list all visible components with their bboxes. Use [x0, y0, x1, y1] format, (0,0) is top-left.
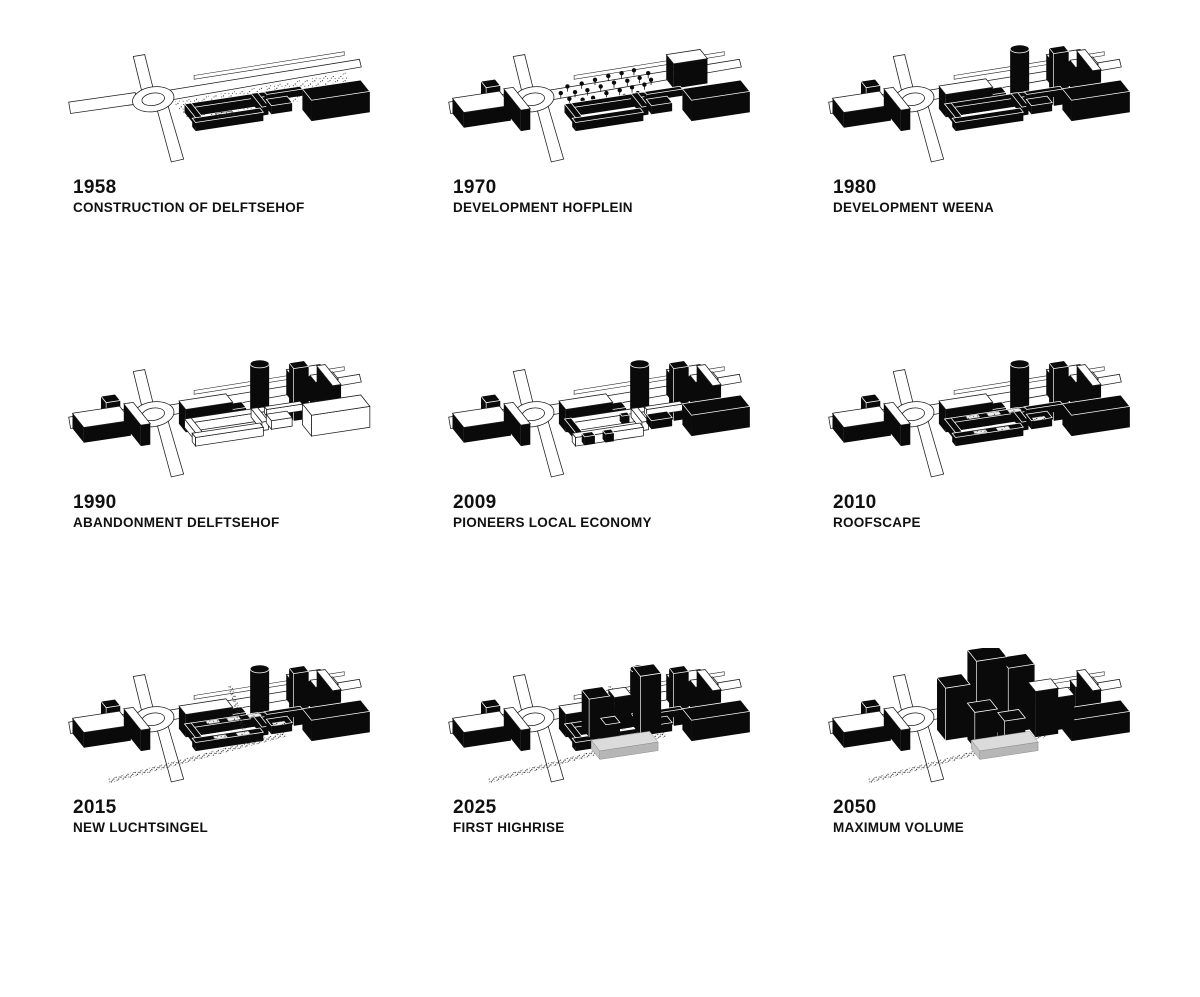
panel-caption: DEVELOPMENT HOFPLEIN	[453, 200, 633, 216]
panel-year: 2010	[833, 491, 877, 513]
timeline-panel-9: 2050 MAXIMUM VOLUME	[815, 646, 1195, 993]
diagram-2009	[443, 343, 797, 486]
panel-caption: MAXIMUM VOLUME	[833, 820, 964, 836]
panel-label: 2009 PIONEERS LOCAL ECONOMY	[453, 492, 797, 532]
diagram-2025	[443, 648, 797, 791]
panel-label: 1970 DEVELOPMENT HOFPLEIN	[453, 177, 797, 217]
timeline-panel-1: 1958 CONSTRUCTION OF DELFTSEHOF	[55, 26, 435, 341]
diagram-svg	[828, 359, 1131, 478]
diagram-svg	[68, 51, 371, 163]
diagram-svg	[448, 663, 751, 784]
timeline-panel-7: 2015 NEW LUCHTSINGEL	[55, 646, 435, 993]
timeline-panel-2: 1970 DEVELOPMENT HOFPLEIN	[435, 26, 815, 341]
panel-label: 1958 CONSTRUCTION OF DELFTSEHOF	[73, 177, 417, 217]
diagram-svg	[448, 359, 751, 478]
panel-caption: FIRST HIGHRISE	[453, 820, 565, 836]
diagram-1990	[63, 343, 417, 486]
timeline-panel-4: 1990 ABANDONMENT DELFTSEHOF	[55, 341, 435, 646]
timeline-panel-6: 2010 ROOFSCAPE	[815, 341, 1195, 646]
panel-year: 2025	[453, 796, 497, 818]
panel-caption: DEVELOPMENT WEENA	[833, 200, 995, 216]
diagram-svg	[68, 664, 371, 784]
diagram-2015	[63, 648, 417, 791]
diagram-2010	[823, 343, 1177, 486]
panel-year: 1980	[833, 176, 877, 198]
panel-year: 2050	[833, 796, 877, 818]
panel-label: 1980 DEVELOPMENT WEENA	[833, 177, 1177, 217]
panel-caption: CONSTRUCTION OF DELFTSEHOF	[73, 200, 305, 216]
panel-label: 2015 NEW LUCHTSINGEL	[73, 797, 417, 837]
panel-year: 2009	[453, 491, 497, 513]
diagram-1970	[443, 28, 797, 171]
panel-year: 1970	[453, 176, 497, 198]
panel-caption: PIONEERS LOCAL ECONOMY	[453, 515, 652, 531]
panel-label: 2010 ROOFSCAPE	[833, 492, 1177, 532]
panel-caption: ROOFSCAPE	[833, 515, 921, 531]
timeline-panel-3: 1980 DEVELOPMENT WEENA	[815, 26, 1195, 341]
panel-label: 1990 ABANDONMENT DELFTSEHOF	[73, 492, 417, 532]
diagram-2050	[823, 648, 1177, 791]
diagram-svg	[828, 44, 1131, 163]
timeline-panel-5: 2009 PIONEERS LOCAL ECONOMY	[435, 341, 815, 646]
diagram-svg	[448, 49, 751, 163]
panel-label: 2050 MAXIMUM VOLUME	[833, 797, 1177, 837]
diagram-1980	[823, 28, 1177, 171]
diagram-svg	[68, 359, 371, 478]
panel-year: 1958	[73, 176, 117, 198]
diagram-1958	[63, 28, 417, 171]
panel-label: 2025 FIRST HIGHRISE	[453, 797, 797, 837]
diagram-svg	[828, 648, 1131, 784]
panel-year: 2015	[73, 796, 117, 818]
panel-caption: NEW LUCHTSINGEL	[73, 820, 208, 836]
panel-caption: ABANDONMENT DELFTSEHOF	[73, 515, 280, 531]
timeline-panel-8: 2025 FIRST HIGHRISE	[435, 646, 815, 993]
panel-year: 1990	[73, 491, 117, 513]
